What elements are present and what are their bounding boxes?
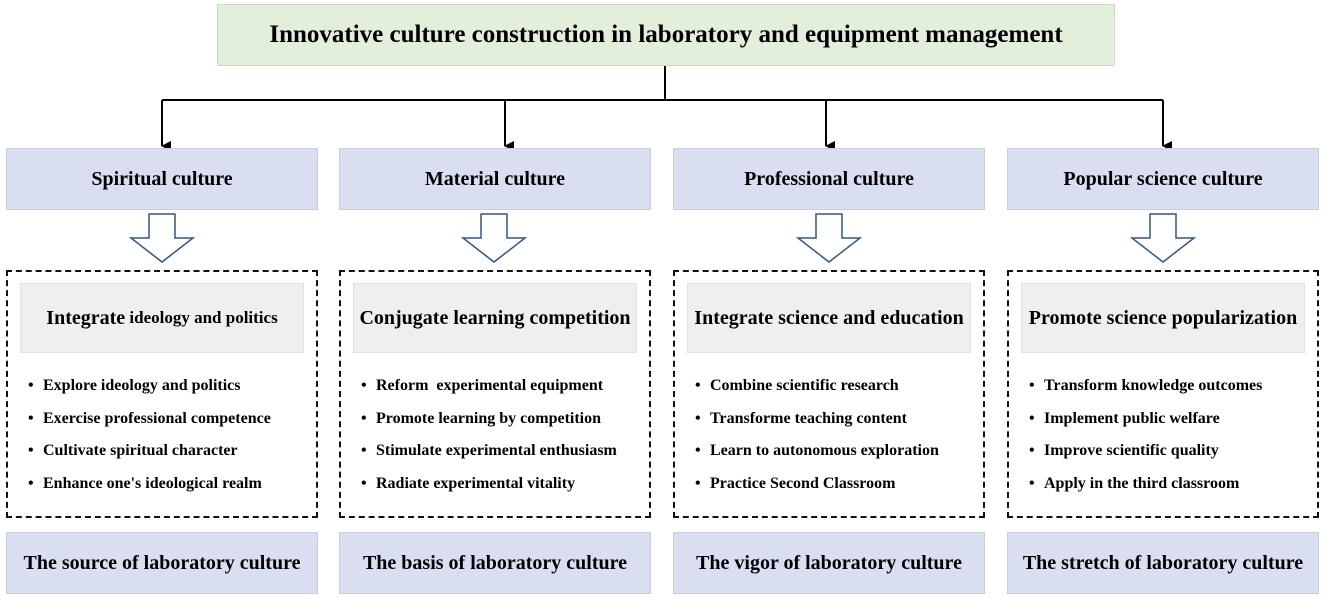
list-item: •Explore ideology and politics	[28, 377, 241, 394]
subtitle-popular-science: Promote science popularization	[1021, 283, 1305, 353]
list-item: •Learn to autonomous exploration	[695, 442, 939, 460]
list-item: •Transforme teaching content	[695, 409, 907, 427]
list-item: •Improve scientific quality	[1029, 442, 1219, 460]
list-item: •Practice Second Classroom	[695, 475, 896, 493]
footer-material: The basis of laboratory culture	[339, 532, 651, 594]
subtitle-bold: Integrate	[46, 306, 126, 329]
subtitle-bold: Promote science popularization	[1028, 306, 1298, 329]
hollow-arrow-popular	[1129, 213, 1197, 263]
subtitle-professional: Integrate science and education	[687, 283, 971, 353]
list-item: •Combine scientific research	[695, 377, 899, 394]
list-item: •Radiate experimental vitality	[361, 475, 576, 493]
list-item: •Implement public welfare	[1029, 409, 1220, 427]
footer-professional: The vigor of laboratory culture	[673, 532, 985, 594]
bullet-list-popular-science: •Transform knowledge outcomes •Implement…	[1029, 376, 1262, 507]
detail-box-professional: Integrate science and education •Combine…	[673, 270, 985, 518]
category-spiritual: Spiritual culture	[6, 148, 318, 210]
category-professional: Professional culture	[673, 148, 985, 210]
footer-popular-science: The stretch of laboratory culture	[1007, 532, 1319, 594]
footer-spiritual: The source of laboratory culture	[6, 532, 318, 594]
subtitle-bold: Integrate science and education	[694, 306, 964, 329]
hollow-arrow-material	[460, 213, 528, 263]
list-item: •Stimulate experimental enthusiasm	[361, 442, 617, 460]
hollow-arrow-professional	[795, 213, 863, 263]
category-material: Material culture	[339, 148, 651, 210]
bullet-list-spiritual: •Explore ideology and politics •Exercise…	[28, 376, 271, 507]
list-item: •Cultivate spiritual character	[28, 442, 238, 460]
subtitle-bold: Conjugate learning competition	[359, 306, 631, 329]
detail-box-spiritual: Integrate ideology and politics •Explore…	[6, 270, 318, 518]
subtitle-spiritual: Integrate ideology and politics	[20, 283, 304, 353]
list-item: •Transform knowledge outcomes	[1029, 377, 1263, 394]
subtitle-rest: ideology and politics	[125, 308, 278, 327]
detail-box-popular-science: Promote science popularization •Transfor…	[1007, 270, 1319, 518]
subtitle-material: Conjugate learning competition	[353, 283, 637, 353]
category-popular-science: Popular science culture	[1007, 148, 1319, 210]
list-item: •Apply in the third classroom	[1029, 475, 1240, 493]
list-item: •Exercise professional competence	[28, 409, 271, 427]
bullet-list-professional: •Combine scientific research •Transforme…	[695, 376, 939, 507]
diagram-title: Innovative culture construction in labor…	[217, 4, 1115, 66]
bullet-list-material: •Reform experimental equipment •Promote …	[361, 376, 617, 507]
list-item: •Reform experimental equipment	[361, 377, 604, 394]
hollow-arrow-spiritual	[128, 213, 196, 263]
list-item: •Promote learning by competition	[361, 409, 602, 427]
detail-box-material: Conjugate learning competition •Reform e…	[339, 270, 651, 518]
list-item: •Enhance one's ideological realm	[28, 475, 262, 493]
